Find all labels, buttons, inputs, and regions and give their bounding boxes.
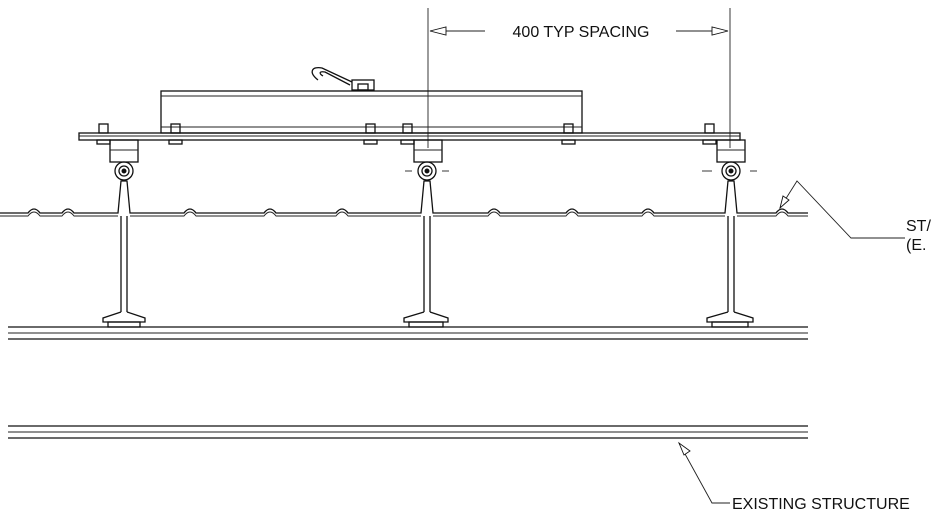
roof-profile xyxy=(0,180,808,217)
purlin-left xyxy=(102,216,146,328)
standing-seam-label-line2: (E. xyxy=(906,237,926,254)
bolt-icon xyxy=(96,123,111,145)
roof-sheet-bottom xyxy=(0,211,808,217)
callout-arrow-icon xyxy=(779,195,790,210)
support-rail xyxy=(8,326,808,340)
dimension-label: 400 TYP SPACING xyxy=(513,24,650,41)
standing-seam-callout: ST/ (E. xyxy=(779,180,931,254)
dimension-group: 400 TYP SPACING xyxy=(427,8,731,148)
bolt-icon xyxy=(168,123,183,145)
equipment-unit xyxy=(160,66,583,134)
roof-sheet-top xyxy=(0,180,808,214)
purlin-middle xyxy=(403,216,449,328)
existing-structure-rail xyxy=(8,425,808,439)
base-plate xyxy=(78,132,741,141)
bolt-icon xyxy=(363,123,378,145)
bolt-icon xyxy=(702,123,717,145)
existing-structure-label: EXISTING STRUCTURE xyxy=(732,496,910,513)
callout-leader xyxy=(678,442,730,504)
plate-outline xyxy=(78,132,741,141)
seam-clamp-middle xyxy=(405,139,449,181)
seam-clamp-left xyxy=(109,139,139,181)
plate-bolts xyxy=(96,123,717,145)
callout-leader xyxy=(779,180,905,239)
bolt-icon xyxy=(561,123,576,145)
arrowhead-right-icon xyxy=(711,26,729,36)
standing-seam-label-line1: ST/ xyxy=(906,218,931,235)
lifting-handle-icon xyxy=(311,66,375,91)
arrowhead-left-icon xyxy=(429,26,447,36)
seam-clamp-right xyxy=(702,139,757,181)
purlin-right xyxy=(706,216,754,328)
existing-structure-callout: EXISTING STRUCTURE xyxy=(677,441,910,513)
callout-arrow-icon xyxy=(677,441,691,456)
